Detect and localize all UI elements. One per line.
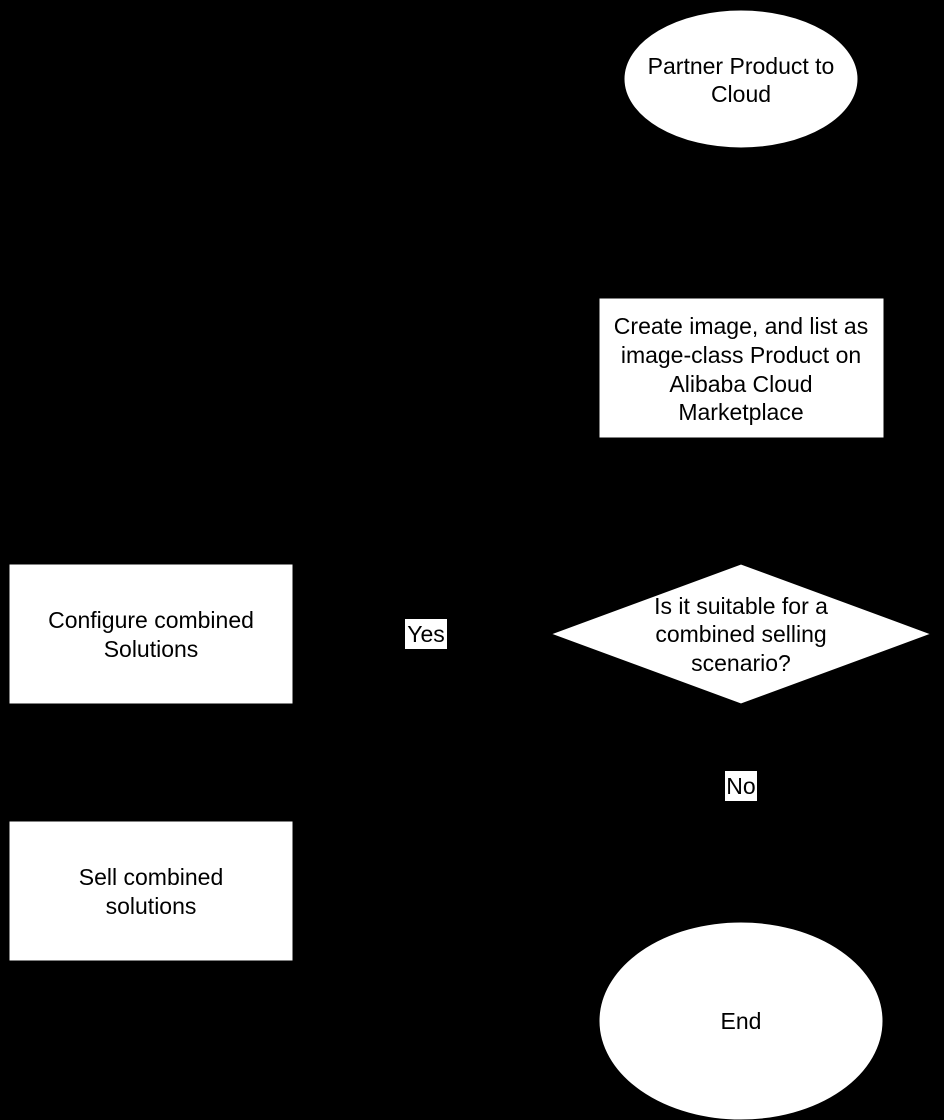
end-label: End <box>721 1008 762 1034</box>
yes-label-background <box>405 619 447 649</box>
no-label-background <box>725 771 757 801</box>
no-edge-label: No <box>725 771 757 801</box>
decision-node: Is it suitable for a combined selling sc… <box>549 563 933 705</box>
decision-label-line-1: Is it suitable for a <box>654 593 828 619</box>
create-image-label-line-2: image-class Product on <box>621 342 861 368</box>
sell-node: Sell combined solutions <box>8 820 294 962</box>
yes-edge-label: Yes <box>405 619 447 649</box>
configure-box <box>8 563 294 705</box>
sell-label-line-2: solutions <box>106 893 197 919</box>
create-image-label-line-1: Create image, and list as <box>614 313 868 339</box>
create-image-box <box>598 297 885 439</box>
create-image-label-line-4: Marketplace <box>678 399 803 425</box>
sell-box <box>8 820 294 962</box>
create-image-node: Create image, and list as image-class Pr… <box>598 297 885 439</box>
configure-label-line-1: Configure combined <box>48 607 254 633</box>
start-ellipse <box>623 9 859 149</box>
sell-label-line-1: Sell combined <box>79 864 223 890</box>
start-label-line-1: Partner Product to <box>648 53 835 79</box>
configure-node: Configure combined Solutions <box>8 563 294 705</box>
decision-label-line-2: combined selling <box>655 621 826 647</box>
no-label-text: No <box>726 773 755 799</box>
start-node: Partner Product to Cloud <box>623 9 859 149</box>
yes-label-text: Yes <box>407 621 445 647</box>
decision-diamond <box>549 563 933 705</box>
end-node: End <box>598 921 884 1120</box>
start-label-line-2: Cloud <box>711 81 771 107</box>
end-ellipse <box>598 921 884 1120</box>
create-image-label-line-3: Alibaba Cloud <box>669 371 812 397</box>
configure-label-line-2: Solutions <box>104 636 199 662</box>
decision-label-line-3: scenario? <box>691 650 791 676</box>
